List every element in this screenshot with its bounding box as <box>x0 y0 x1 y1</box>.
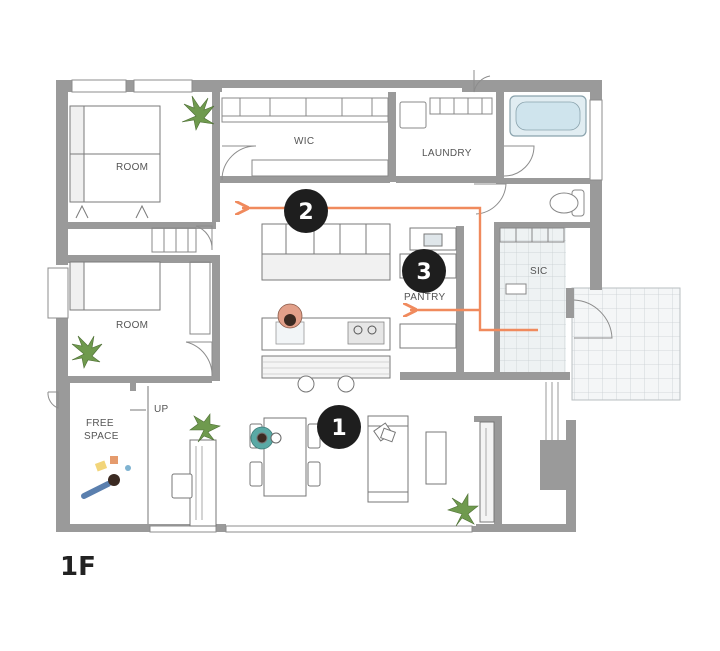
bed-top-room <box>69 105 161 219</box>
route-to-wic <box>242 208 538 332</box>
floor-label: 1F <box>60 552 96 582</box>
label-free-space-line2: SPACE <box>84 431 119 442</box>
wic-shelves <box>221 97 389 177</box>
marker-1: 1 <box>317 405 361 449</box>
label-stairs-up: UP <box>154 404 169 415</box>
marker-2: 2 <box>284 189 328 233</box>
person-cooking <box>277 303 303 329</box>
tv-board <box>425 431 447 485</box>
marker-3-number: 3 <box>416 260 431 285</box>
windows <box>47 79 603 533</box>
laundry-fixtures <box>399 97 493 129</box>
free-space-desk <box>147 386 217 527</box>
sic-floor <box>500 226 566 372</box>
entrance-porch <box>571 287 681 401</box>
route-arrows <box>242 208 538 332</box>
label-room-top: ROOM <box>116 162 148 173</box>
entrance-step <box>545 382 559 440</box>
child-playing <box>81 456 131 499</box>
label-pantry: PANTRY <box>404 292 445 303</box>
sic-shelves <box>499 227 565 295</box>
kitchen-island <box>261 317 391 379</box>
interior-walls <box>66 92 590 526</box>
label-room-middle: ROOM <box>116 320 148 331</box>
kitchen-back-counter <box>261 223 457 281</box>
living-storage <box>479 421 495 523</box>
bathtub <box>509 95 587 137</box>
label-sic: SIC <box>530 266 548 277</box>
doors <box>47 70 613 409</box>
bed-middle-room <box>69 261 161 311</box>
plants <box>71 95 479 527</box>
sofa <box>367 415 409 503</box>
marker-2-number: 2 <box>298 200 313 225</box>
room-closets <box>151 227 211 335</box>
label-free-space-line1: FREE <box>86 418 114 429</box>
marker-3: 3 <box>402 249 446 293</box>
label-wic: WIC <box>294 136 314 147</box>
toilet <box>549 189 585 217</box>
label-laundry: LAUNDRY <box>422 148 472 159</box>
bar-stools <box>297 375 355 393</box>
marker-1-number: 1 <box>331 416 346 441</box>
dining-table <box>249 417 321 497</box>
